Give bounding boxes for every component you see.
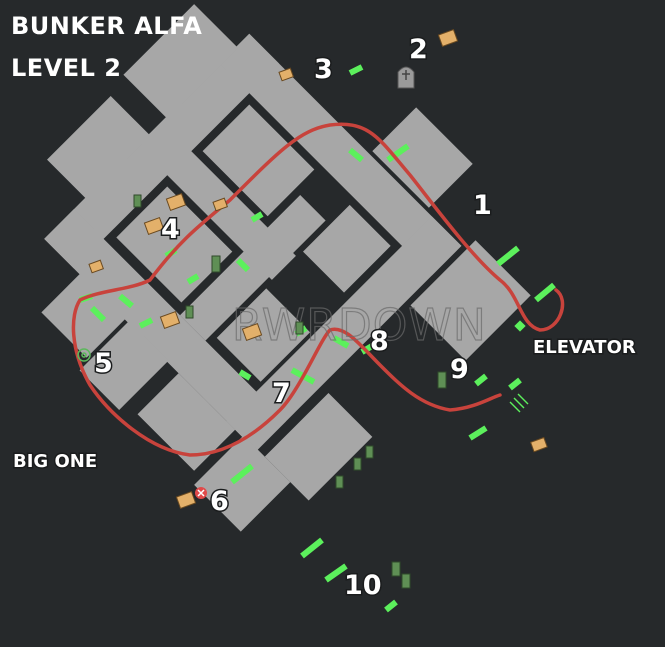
door (474, 373, 488, 387)
crate-icon (165, 192, 187, 212)
door (118, 293, 134, 309)
corridor-middle (179, 195, 326, 341)
corridor-right (219, 33, 462, 276)
door (508, 377, 522, 391)
loot-icon (401, 573, 411, 589)
door (300, 537, 324, 559)
point-label-9: 9 (450, 354, 469, 385)
loot-icon (437, 371, 447, 389)
crate-icon (241, 322, 263, 342)
door (230, 463, 254, 485)
room-2 (123, 4, 238, 119)
door (384, 599, 398, 613)
red-x-marker-icon (195, 487, 207, 499)
loot-icon (353, 457, 362, 471)
room-9 (303, 204, 391, 293)
crate-icon (88, 259, 104, 274)
room-5 (137, 373, 236, 471)
door (496, 245, 520, 267)
canisters (133, 194, 447, 589)
loot-icon (211, 255, 221, 273)
room-4-a (41, 272, 127, 358)
loot-icon (185, 305, 194, 319)
loot-icon (133, 194, 142, 208)
door (235, 257, 251, 273)
crate-icon (175, 490, 197, 510)
watermark-text: RWRDOWN (232, 300, 487, 351)
green-exit-icon (514, 320, 526, 332)
elevator-label: ELEVATOR (533, 337, 636, 358)
big-one-label: BIG ONE (13, 451, 97, 472)
door (89, 305, 107, 323)
door (238, 369, 252, 381)
point-label-5: 5 (94, 348, 113, 379)
point-label-3: 3 (314, 54, 333, 85)
stairs-icon (509, 393, 529, 413)
crate-icon (212, 197, 228, 212)
crate-icon (143, 216, 165, 236)
door (324, 563, 348, 583)
door (186, 273, 200, 285)
loot-icon (365, 445, 374, 459)
point-label-8: 8 (370, 326, 389, 357)
corridor-left (44, 209, 287, 451)
room-10 (264, 393, 373, 501)
point-label-10: 10 (344, 570, 382, 601)
room-4-b (79, 320, 169, 410)
door (332, 335, 350, 349)
loot-icon (335, 475, 344, 489)
point-label-2: 2 (409, 34, 428, 65)
door (348, 64, 364, 76)
room-elevator (372, 107, 473, 208)
gravestone-icon (397, 66, 415, 89)
crate-icon (159, 310, 181, 330)
floor-plan (41, 4, 531, 532)
door (138, 317, 154, 329)
crate-icon (437, 28, 459, 48)
point-label-7: 7 (272, 378, 291, 409)
corridor-inner (165, 149, 296, 280)
map-title-line1: BUNKER ALFA (11, 12, 203, 40)
route-path (71, 122, 565, 457)
room-inner-a (116, 186, 233, 303)
room-inner-b (216, 288, 311, 382)
loot-icon (295, 321, 304, 335)
target-icon (77, 348, 91, 362)
room-big-one (194, 435, 291, 532)
corridor-top (44, 33, 279, 269)
door (468, 425, 488, 441)
loot-icon (391, 561, 401, 577)
point-label-6: 6 (210, 486, 229, 517)
loot-markers (88, 28, 548, 510)
point-label-4: 4 (161, 214, 180, 245)
door (386, 143, 410, 163)
door (348, 147, 364, 163)
map-title-line2: LEVEL 2 (11, 54, 122, 82)
crate-icon (530, 436, 548, 453)
point-label-1: 1 (473, 190, 492, 221)
door (250, 211, 264, 223)
room-lower-right (410, 240, 531, 361)
room-inner-c (202, 104, 315, 217)
room-3 (47, 96, 151, 200)
door (534, 282, 556, 303)
crate-icon (278, 67, 294, 82)
door (360, 343, 374, 355)
